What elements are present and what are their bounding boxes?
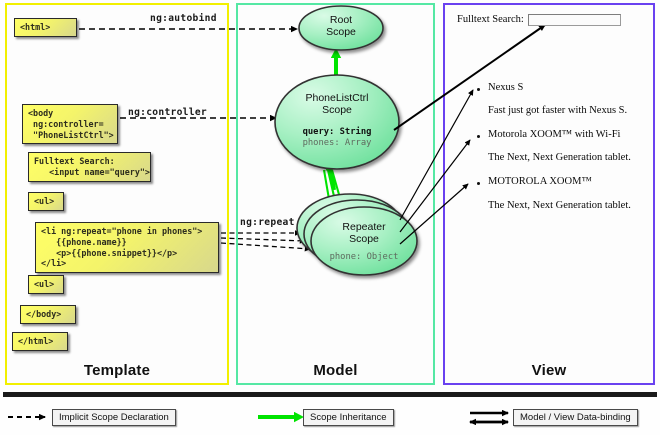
list-bullet — [477, 88, 480, 91]
html-open-tag-box: <html> — [14, 18, 77, 37]
view-search-input[interactable] — [528, 14, 621, 26]
view-search-label: Fulltext Search: — [457, 14, 524, 25]
legend: Implicit Scope Declaration Scope Inherit… — [0, 400, 660, 435]
body-close-tag-box: </body> — [20, 305, 76, 324]
panel-model-label: Model — [313, 362, 358, 379]
panel-view-label: View — [531, 362, 567, 379]
panel-template-label: Template — [83, 362, 151, 379]
ng-repeat-label: ng:repeat — [240, 217, 295, 228]
legend-implicit-scope-declaration: Implicit Scope Declaration — [52, 409, 176, 426]
ul-close-tag-box: <ul> — [28, 275, 64, 294]
li-repeat-box: <li ng:repeat="phone in phones"> {{phone… — [35, 222, 219, 273]
legend-scope-inheritance: Scope Inheritance — [303, 409, 394, 426]
legend-arrows — [8, 409, 509, 426]
html-close-tag-box: </html> — [12, 332, 68, 351]
ul-open-tag-box: <ul> — [28, 192, 64, 211]
list-bullet — [477, 182, 480, 185]
ng-controller-label: ng:controller — [128, 107, 207, 118]
view-item-snippet: Fast just got faster with Nexus S. — [488, 105, 628, 116]
panel-view: View — [443, 3, 655, 385]
ng-autobind-label: ng:autobind — [150, 13, 217, 24]
legend-separator — [3, 392, 657, 397]
view-item-name: MOTOROLA XOOM™ — [488, 176, 592, 187]
body-controller-box: <body ng:controller= "PhoneListCtrl"> — [22, 104, 118, 145]
fulltext-search-input-box: Fulltext Search: <input name="query"> — [28, 152, 151, 182]
list-bullet — [477, 135, 480, 138]
panel-model: Model — [236, 3, 435, 385]
view-item-name: Nexus S — [488, 82, 524, 93]
view-item-snippet: The Next, Next Generation tablet. — [488, 200, 631, 211]
legend-model-view-data-binding: Model / View Data-binding — [513, 409, 638, 426]
view-item-snippet: The Next, Next Generation tablet. — [488, 152, 631, 163]
view-item-name: Motorola XOOM™ with Wi-Fi — [488, 129, 621, 140]
